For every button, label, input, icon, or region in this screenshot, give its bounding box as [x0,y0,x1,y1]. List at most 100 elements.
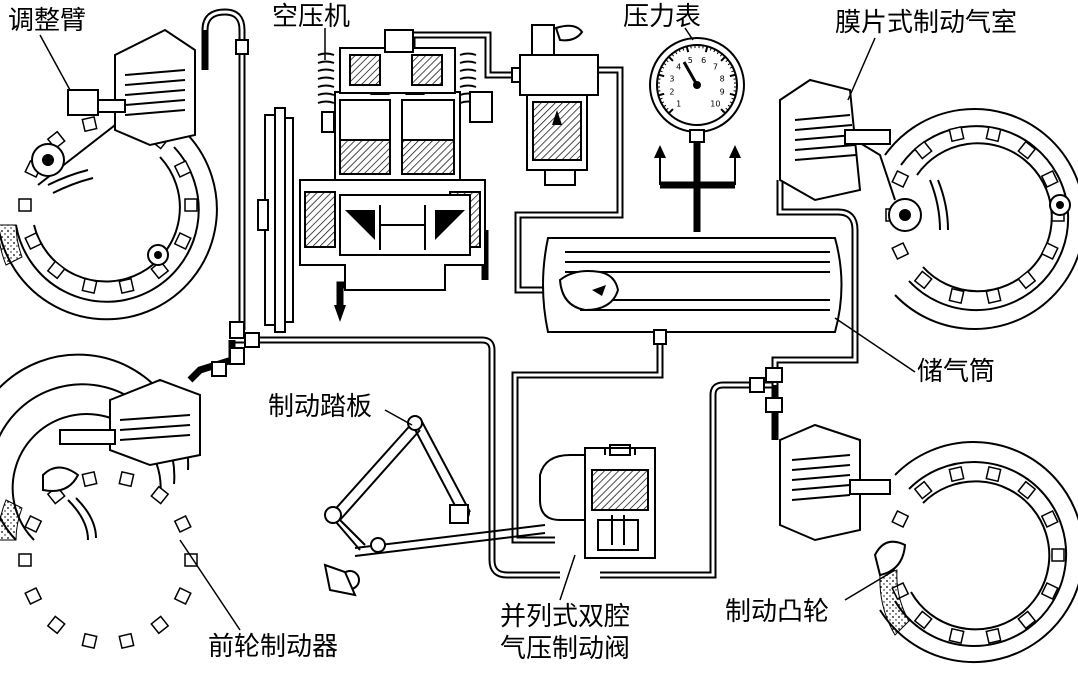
right-top-brake-drum [854,107,1078,330]
gauge-minor-tick [713,49,716,53]
gauge-minor-tick [661,101,665,104]
label-brake-valve: 并列式双腔 气压制动阀 [480,601,650,665]
drum-lining-cell [173,514,192,533]
drum-lining-cell [173,159,192,178]
right-bottom-brake-chamber [779,423,891,542]
gauge-minor-tick [661,66,665,69]
drum-lining-cell [173,587,192,606]
drum-lining-cell [1040,242,1059,261]
gauge-tick [720,108,726,114]
gauge-minor-tick [731,70,735,73]
drum-lining-cell [913,480,933,500]
gauge-tick-label: 3 [669,74,674,83]
gauge-tick-label: 5 [688,56,693,65]
drum-lining-cell [18,198,32,212]
gauge-minor-tick [731,97,735,100]
gauge-minor-tick [709,47,712,51]
gauge-minor-tick [665,107,669,111]
drum-lining-cell [948,125,965,143]
drum-lining-cell [46,615,66,635]
drum-lining-cell [985,627,1002,645]
gauge-minor-tick [727,104,731,108]
label-pressure-gauge: 压力表 [623,2,702,32]
leader-lines [39,27,916,631]
dual-chamber-brake-valve [539,444,656,559]
drum-lining-cell [948,627,965,645]
drum-lining-cell [891,509,910,528]
drum-lining-cell [985,465,1002,483]
drum-lining-cell [118,632,135,650]
gauge-minor-tick [727,62,731,66]
label-diaphragm-chamber: 膜片式制动气室 [835,8,1018,38]
drum-lining-cell [1040,509,1059,528]
drum-lining-cell [81,277,98,295]
drum-lining-cell [81,470,98,488]
gauge-minor-tick [659,97,663,100]
drum-lining-cell [948,465,965,483]
front-left-brake-chamber [67,28,196,147]
drum-lining-cell [1017,610,1037,630]
gauge-tick-label: 7 [713,63,718,72]
rear-left-brake-chamber [59,378,201,467]
drum-lining-cell [1051,548,1065,562]
label-air-reservoir: 储气筒 [917,357,996,387]
drum-lining-cell [24,514,43,533]
gauge-minor-tick [665,59,669,63]
label-brake-cam: 制动凸轮 [725,597,830,627]
drum-lining-cell [1017,480,1037,500]
drum-lining-cell [173,232,192,251]
air-pipe-network [187,8,859,579]
drum-lining-cell [948,287,965,305]
gauge-minor-tick [725,107,729,111]
label-brake-valve-line2: 气压制动阀 [499,634,630,664]
gauge-minor-tick [671,53,675,57]
drum-lining-cell [1017,270,1037,290]
gauge-minor-tick [663,62,667,66]
drum-lining-cell [81,115,98,133]
drum-lining-cell [913,140,933,160]
gauge-minor-tick [663,104,667,108]
gauge-minor-tick [674,51,678,55]
drum-lining-cell [118,470,135,488]
gauge-minor-tick [719,53,723,57]
gauge-tick [729,92,736,97]
gauge-tick-label: 6 [701,56,706,65]
gauge-tick [704,46,709,53]
drum-lining-cell [118,277,135,295]
drum-lining-cell [184,553,198,567]
drum-lining-cell [24,587,43,606]
gauge-tick-label: 10 [710,99,720,108]
drum-lining-cell [891,242,910,261]
gauge-minor-tick [659,70,663,73]
gauge-minor-tick [729,101,733,104]
gauge-tick-label: 1 [676,99,681,108]
air-compressor [257,29,493,333]
gauge-tick [720,56,726,62]
drum-lining-cell [46,260,66,280]
gauge-tick [658,92,665,97]
label-adjust-arm: 调整臂 [8,6,87,36]
drum-lining-cell [18,553,32,567]
pressure-regulator [519,24,599,186]
gauge-tick-label: 4 [676,63,681,72]
drum-lining-cell [913,270,933,290]
gauge-minor-tick [729,66,733,69]
drum-lining-cell [150,615,170,635]
gauge-minor-tick [678,49,681,53]
right-top-brake-chamber [779,78,891,202]
front-left-brake-drum [0,114,218,321]
label-brake-pedal: 制动踏板 [268,392,373,422]
drum-lining-cell [1017,140,1037,160]
gauge-tick [668,56,674,62]
gauge-tick-label: 9 [720,88,725,97]
gauge-tick-label: 8 [720,74,725,83]
drum-lining-cell [985,125,1002,143]
gauge-minor-tick [682,47,685,51]
gauge-tick [668,108,674,114]
drum-lining-cell [24,232,43,251]
gauge-tick [685,46,690,53]
